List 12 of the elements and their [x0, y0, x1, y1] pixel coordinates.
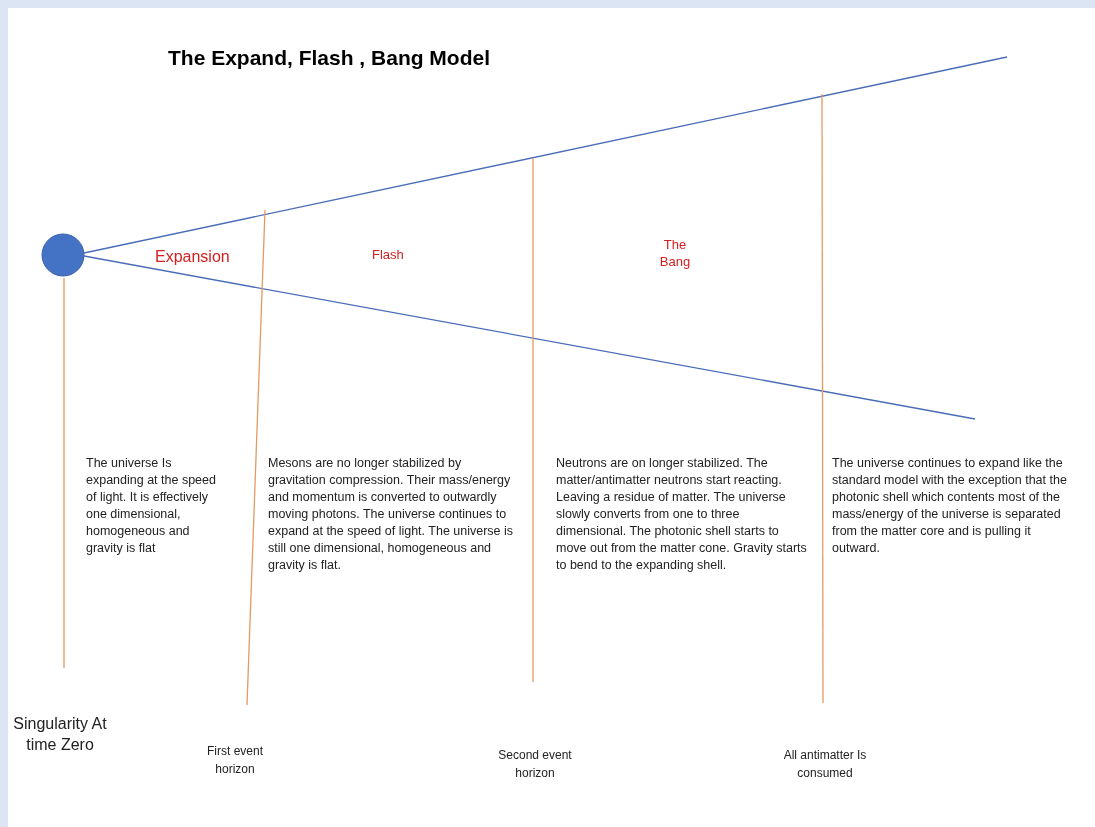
description-text: Mesons are no longer stabilized by gravitation compression. Their mass/energy and momentum is converted to outwardly moving photons. The universe continues to expand at the speed of light. The universe is still one dimensional, homogeneous and gravity is flat. — [268, 455, 515, 574]
event-label: All antimatter Is consumed — [782, 747, 868, 782]
event-label: Singularity At time Zero — [12, 714, 108, 755]
event-label: First event horizon — [206, 743, 264, 778]
phase-label: The Bang — [658, 236, 692, 270]
phase-label: Expansion — [155, 248, 230, 266]
description-text: The universe continues to expand like the standard model with the exception that the photonic shell which contents most of the mass/energy of the universe is separated from the matter core and is pulling it outward. — [832, 455, 1068, 557]
diagram-title: The Expand, Flash , Bang Model — [168, 46, 491, 70]
phase-label: Flash — [372, 247, 404, 262]
description-text: Neutrons are on longer stabilized. The matter/antimatter neutrons start reacting. Leaving a residue of matter. The universe slowly converts from one to three dimensional. The photonic shell starts to move out from the matter cone. Gravity starts to bend to the expanding shell. — [556, 455, 808, 574]
event-label: Second event horizon — [497, 747, 573, 782]
description-text: The universe Is expanding at the speed of light. It is effectively one dimensional, homogeneous and gravity is flat — [86, 455, 216, 557]
